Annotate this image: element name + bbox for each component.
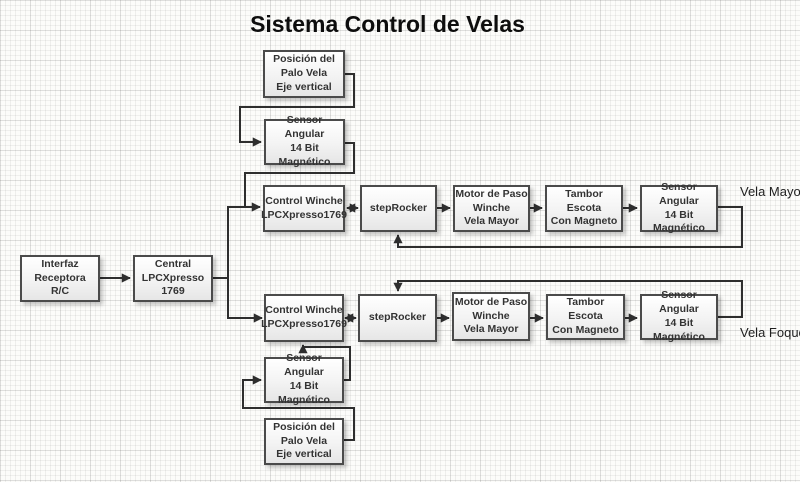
node-control-winche-1: Control Winche LPCXpresso1769 (261, 185, 347, 232)
connector-posiciontop-sensortop (239, 73, 355, 147)
label-vela-mayor: Vela Mayor (740, 184, 800, 199)
node-control-winche-2: Control Winche LPCXpresso1769 (261, 294, 347, 342)
connector-sensor1-feedback-steprocker1 (393, 206, 743, 248)
node-tambor-escota-2: Tambor Escota Con Magneto (546, 294, 625, 340)
node-central: Central LPCXpresso 1769 (133, 255, 213, 302)
connector-sensortop-winche1 (244, 142, 355, 206)
node-tambor-escota-1: Tambor Escota Con Magneto (545, 185, 623, 232)
node-steprocker-2: stepRocker (358, 294, 437, 342)
connector-sensor2-feedback-steprocker2 (393, 280, 743, 318)
node-steprocker-1: stepRocker (360, 185, 437, 232)
node-motor-paso-2: Motor de Paso Winche Vela Mayor (452, 292, 530, 341)
node-sensor-angular-2: Sensor Angular 14 Bit Magnético (640, 289, 718, 343)
node-sensor-angular-top: Sensor Angular 14 Bit Magnético (264, 114, 345, 168)
node-sensor-angular-1: Sensor Angular 14 Bit Magnético (640, 181, 718, 234)
node-interfaz-receptora: Interfaz Receptora R/C (20, 255, 100, 302)
node-sensor-angular-bottom: Sensor Angular 14 Bit Magnético (264, 352, 344, 406)
diagram-title: Sistema Control de Velas (250, 11, 525, 37)
node-posicion-palo-bottom: Posición del Palo Vela Eje vertical (264, 418, 344, 465)
node-motor-paso-1: Motor de Paso Winche Vela Mayor (453, 185, 530, 232)
node-posicion-palo-top: Posición del Palo Vela Eje vertical (263, 50, 345, 98)
label-vela-foque: Vela Foque (740, 325, 800, 340)
connector-sensorbottom-winche2 (298, 344, 351, 381)
connector-posicionbottom-sensorbottom (242, 375, 355, 441)
